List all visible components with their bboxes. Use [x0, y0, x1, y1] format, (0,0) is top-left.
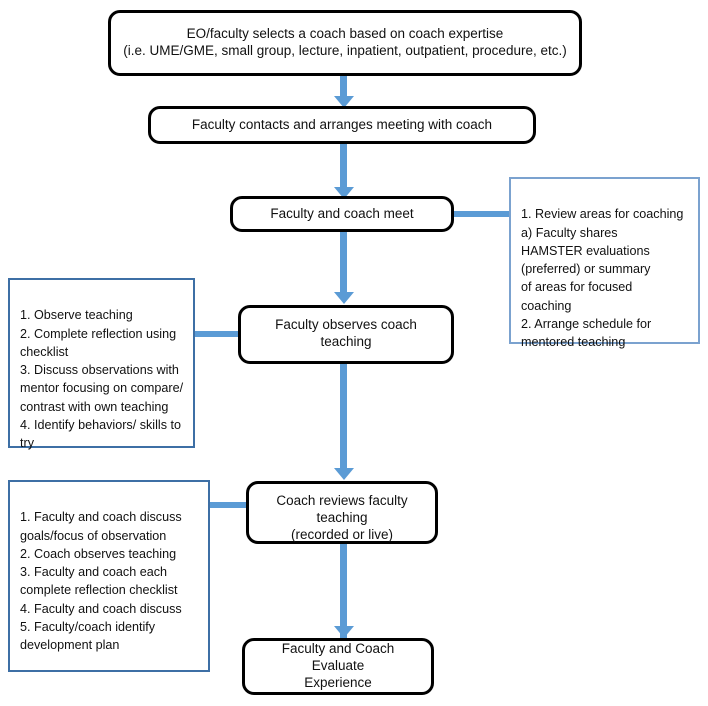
process-box-select-coach-label: EO/faculty selects a coach based on coac… [123, 26, 567, 58]
arrow-meet-to-observe-line [340, 232, 347, 298]
process-box-coach-reviews-faculty[interactable]: Coach reviews faculty teaching (recorded… [246, 481, 438, 544]
line-meet-to-note [452, 211, 512, 217]
arrow-meet-to-observe-head [333, 292, 354, 304]
process-box-evaluate-experience[interactable]: Faculty and Coach Evaluate Experience [242, 638, 434, 695]
note-box-meeting-agenda-text: 1. Review areas for coaching a) Faculty … [521, 207, 684, 349]
note-box-observation-tasks[interactable]: 1. Observe teaching 2. Complete reflecti… [8, 278, 195, 450]
arrow-contact-to-meet-line [340, 142, 347, 194]
arrow-select-to-contact-line [340, 76, 347, 102]
process-box-faculty-coach-meet-label: Faculty and coach meet [270, 205, 414, 221]
note-box-review-tasks[interactable]: 1. Faculty and coach discuss goals/focus… [8, 480, 210, 672]
arrow-observe-to-review-head [333, 468, 354, 480]
arrow-review-to-evaluate-head [333, 626, 354, 638]
arrow-review-to-evaluate-line [340, 544, 347, 640]
process-box-contact-coach[interactable]: Faculty contacts and arranges meeting wi… [148, 106, 536, 144]
note-box-review-tasks-text: 1. Faculty and coach discuss goals/focus… [20, 510, 182, 652]
line-observe-to-note [192, 331, 240, 337]
note-box-observation-tasks-text: 1. Observe teaching 2. Complete reflecti… [20, 308, 184, 450]
process-box-faculty-observes-coach-label: Faculty observes coach teaching [275, 317, 417, 349]
arrow-select-to-contact-head [333, 96, 354, 108]
process-box-contact-coach-label: Faculty contacts and arranges meeting wi… [191, 116, 493, 132]
process-box-evaluate-experience-label: Faculty and Coach Evaluate Experience [281, 641, 395, 690]
arrow-observe-to-review-line [340, 364, 347, 474]
note-box-meeting-agenda[interactable]: 1. Review areas for coaching a) Faculty … [509, 177, 700, 349]
process-box-faculty-coach-meet[interactable]: Faculty and coach meet [230, 196, 454, 232]
process-box-faculty-observes-coach[interactable]: Faculty observes coach teaching [238, 305, 454, 364]
process-box-select-coach[interactable]: EO/faculty selects a coach based on coac… [108, 10, 582, 76]
line-review-to-note [207, 502, 248, 508]
process-box-coach-reviews-faculty-label: Coach reviews faculty teaching (recorded… [276, 493, 408, 542]
